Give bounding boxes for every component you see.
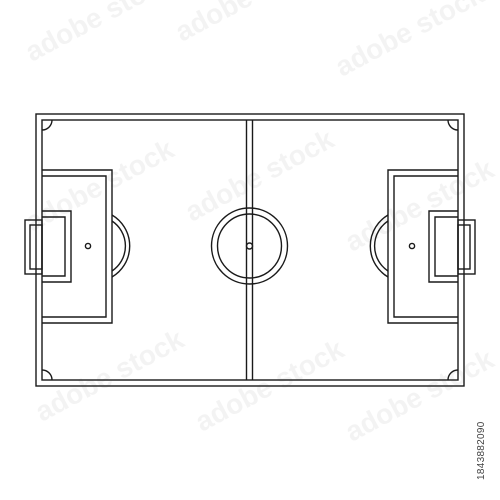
corner-arc-top-left <box>41 119 53 131</box>
corner-arc-bottom-right <box>447 369 459 381</box>
right-penalty-arc <box>373 220 389 272</box>
right-goal <box>457 224 471 270</box>
left-penalty-area <box>42 175 107 318</box>
stock-id-label: 1843882090 <box>476 421 487 480</box>
left-goal <box>29 224 43 270</box>
right-goal <box>457 219 476 275</box>
left-goal-area <box>42 210 72 283</box>
center-spot <box>245 242 254 250</box>
outer-boundary <box>35 113 465 387</box>
left-penalty-arc <box>111 214 131 278</box>
right-goal-area <box>428 210 458 283</box>
left-penalty-area <box>42 169 113 324</box>
corner-arc-top-right <box>447 119 459 131</box>
corner-arc-bottom-left <box>41 369 53 381</box>
right-goal-area <box>434 216 458 277</box>
left-penalty-spot <box>84 242 92 250</box>
right-penalty-arc <box>369 214 389 278</box>
center-circle <box>210 207 289 285</box>
right-penalty-area <box>393 175 458 318</box>
left-goal-area <box>42 216 66 277</box>
right-penalty-area <box>387 169 458 324</box>
left-goal <box>24 219 43 275</box>
left-penalty-arc <box>111 220 127 272</box>
touchline-inner <box>41 119 459 381</box>
right-penalty-spot <box>408 242 416 250</box>
center-circle <box>216 213 283 279</box>
